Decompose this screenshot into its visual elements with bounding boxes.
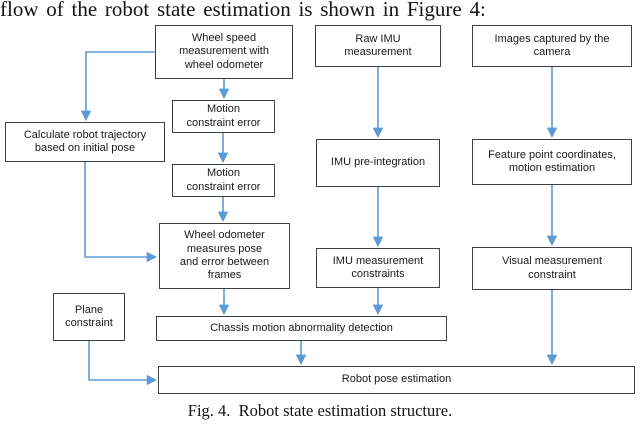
- node-wheel-odometer-label: Wheel odometer measures pose and error b…: [179, 229, 270, 282]
- node-chassis-detection-label: Chassis motion abnormality detection: [210, 321, 393, 334]
- figure-caption: Fig. 4. Robot state estimation structure…: [187, 401, 453, 420]
- node-wheel-speed: Wheel speed measurement with wheel odome…: [155, 25, 293, 79]
- node-raw-imu-label: Raw IMU measurement: [344, 32, 412, 58]
- node-calc-trajectory-label: Calculate robot trajectory based on init…: [23, 128, 147, 154]
- node-plane-constraint-label: Plane constraint: [65, 303, 113, 329]
- node-motion-constraint-error-1: Motion constraint error: [172, 100, 275, 133]
- node-motion-constraint-error-2-label: Motion constraint error: [186, 167, 261, 193]
- node-plane-constraint: Plane constraint: [53, 293, 125, 341]
- node-robot-pose: Robot pose estimation: [158, 366, 635, 394]
- edge-plane-constraint-to-robot-pose: [88, 341, 158, 386]
- node-feature-points: Feature point coordinates, motion estima…: [472, 139, 632, 185]
- node-calc-trajectory: Calculate robot trajectory based on init…: [5, 122, 165, 162]
- node-visual-constraint-label: Visual measurement constraint: [501, 255, 603, 281]
- node-imu-constraints-label: IMU measurement constraints: [332, 254, 424, 280]
- node-imu-constraints: IMU measurement constraints: [316, 248, 440, 288]
- edge-calc-trajectory-to-wheel-odometer: [84, 162, 158, 263]
- node-chassis-detection: Chassis motion abnormality detection: [156, 316, 447, 341]
- node-visual-constraint: Visual measurement constraint: [472, 247, 632, 290]
- node-wheel-odometer: Wheel odometer measures pose and error b…: [159, 223, 290, 289]
- node-raw-imu: Raw IMU measurement: [315, 25, 441, 67]
- node-feature-points-label: Feature point coordinates, motion estima…: [488, 148, 616, 174]
- node-images-camera: Images captured by the camera: [472, 25, 632, 67]
- node-images-camera-label: Images captured by the camera: [494, 32, 610, 58]
- node-wheel-speed-label: Wheel speed measurement with wheel odome…: [179, 31, 269, 71]
- body-text: flow of the robot state estimation is sh…: [0, 0, 486, 21]
- node-motion-constraint-error-1-label: Motion constraint error: [186, 103, 261, 129]
- node-imu-preintegration: IMU pre-integration: [316, 139, 440, 187]
- node-robot-pose-label: Robot pose estimation: [341, 373, 452, 386]
- edge-wheel-speed-to-calc-trajectory: [80, 51, 155, 122]
- node-motion-constraint-error-2: Motion constraint error: [172, 164, 275, 197]
- node-imu-preintegration-label: IMU pre-integration: [330, 156, 426, 169]
